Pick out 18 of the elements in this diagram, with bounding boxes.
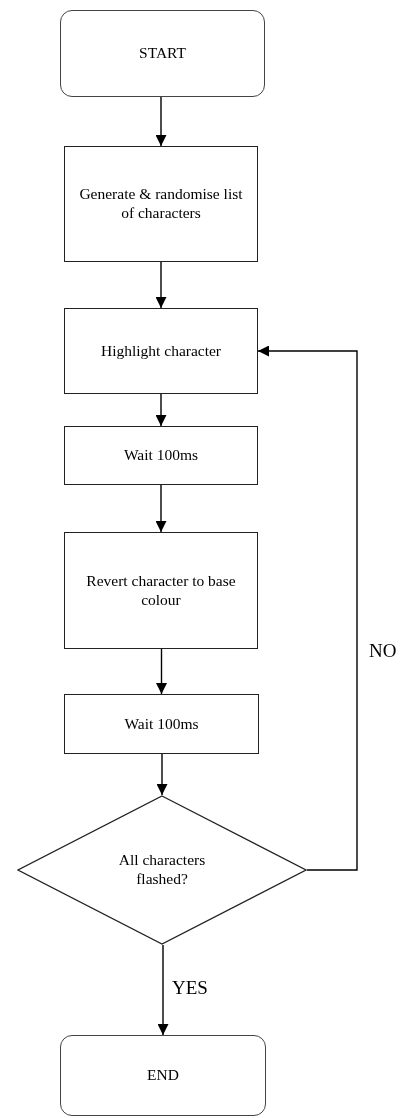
arrow xyxy=(155,484,167,533)
terminal-box: END xyxy=(60,1035,266,1116)
decision-diamond: All characters flashed? xyxy=(17,795,307,945)
edge-label: NO xyxy=(369,641,397,660)
arrow xyxy=(155,96,167,147)
arrow xyxy=(155,261,167,309)
edge-label: YES xyxy=(172,978,208,997)
process-box: Highlight character xyxy=(64,308,258,394)
arrow xyxy=(156,648,167,695)
process-box: Wait 100ms xyxy=(64,426,258,485)
terminal-box: START xyxy=(60,10,265,97)
process-box: Wait 100ms xyxy=(64,694,259,754)
arrow xyxy=(157,944,169,1036)
process-box: Revert character to base colour xyxy=(64,532,258,649)
arrow xyxy=(257,345,358,871)
arrow xyxy=(155,393,167,427)
process-box: Generate & randomise list of characters xyxy=(64,146,258,262)
arrow xyxy=(156,753,168,796)
